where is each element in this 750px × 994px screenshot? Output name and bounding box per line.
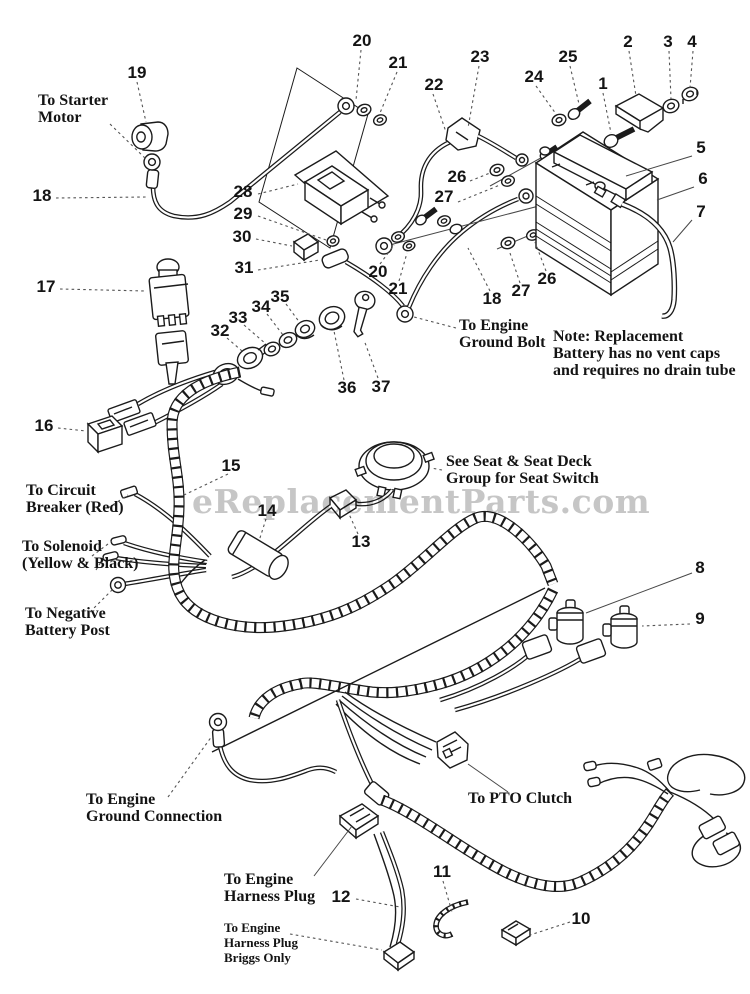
connector-cover-part-30 bbox=[292, 233, 320, 262]
engine-ground-cable-illustration bbox=[396, 188, 557, 323]
leader-lines bbox=[55, 49, 695, 951]
grommet-part-19 bbox=[131, 121, 169, 152]
briggs-harness-plug-connector bbox=[382, 941, 416, 972]
wire-loom-part-11 bbox=[433, 899, 469, 939]
clip-part-10 bbox=[500, 920, 532, 947]
pto-clutch-connector bbox=[436, 731, 469, 769]
switch-part-8 bbox=[548, 599, 584, 645]
cable-boot-part-23 bbox=[445, 117, 481, 151]
battery-illustration bbox=[534, 131, 678, 319]
pto-branch-wires bbox=[335, 691, 469, 806]
capacitor-part-14 bbox=[227, 530, 289, 580]
engine-ground-wire bbox=[208, 587, 546, 784]
engine-harness-plug-group bbox=[338, 803, 532, 972]
ignition-switch-exploded bbox=[236, 290, 376, 370]
seat-switch-illustration bbox=[227, 441, 435, 580]
main-harness-spiral bbox=[166, 366, 559, 720]
engine-harness-plug-connector bbox=[338, 803, 380, 840]
solenoid-illustration bbox=[292, 150, 405, 308]
starter-cable-illustration bbox=[131, 97, 388, 220]
watermark-text: eReplacementParts.com bbox=[192, 482, 651, 521]
switch-part-9 bbox=[602, 605, 638, 649]
connector-16-group bbox=[86, 362, 275, 454]
mounting-plate-outline bbox=[258, 67, 369, 249]
interlock-switches-8-9 bbox=[439, 599, 638, 713]
battery-cable-illustration bbox=[375, 117, 601, 255]
switch-17-illustration bbox=[148, 258, 190, 385]
left-terminal-fan bbox=[102, 485, 212, 594]
connector-part-13 bbox=[328, 489, 358, 520]
battery-holddown-hardware bbox=[551, 86, 699, 148]
bottom-harness-spiral bbox=[380, 753, 746, 893]
ignition-key bbox=[353, 290, 376, 338]
